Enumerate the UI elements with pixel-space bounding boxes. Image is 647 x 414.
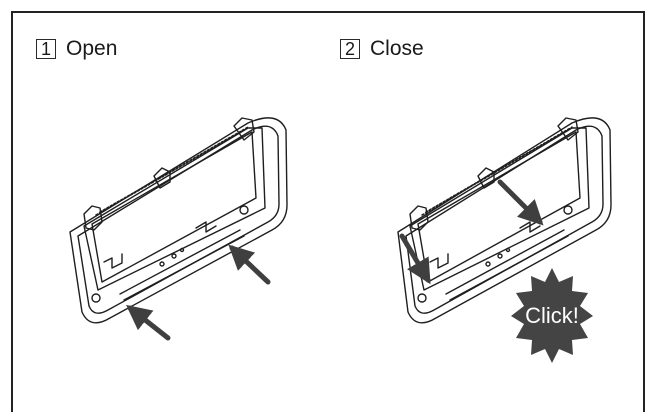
diagram-frame — [11, 11, 645, 412]
step-number: 1 — [36, 38, 56, 59]
step-number: 2 — [340, 38, 360, 59]
step-label: Close — [370, 37, 424, 60]
step-label: Open — [66, 37, 118, 60]
step-open: 1 Open — [36, 38, 117, 59]
step-close: 2 Close — [340, 38, 424, 59]
